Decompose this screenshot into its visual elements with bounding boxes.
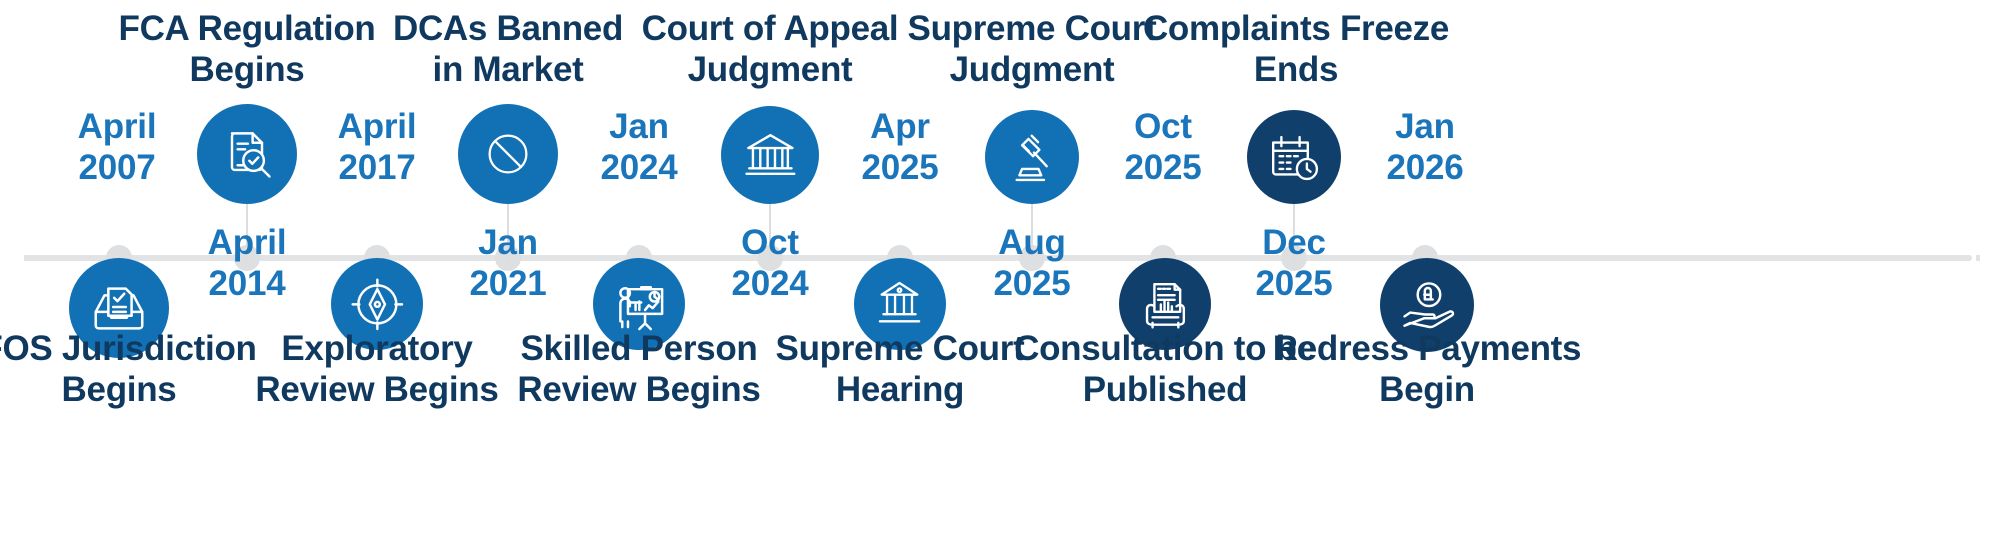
event-title-line: Review Begins [255,370,499,410]
timeline-axis [28,255,1972,261]
event-title-line: Court of Appeal [641,9,899,48]
date-year: 2024 [600,148,678,188]
presentation-person-chart-icon [593,258,685,350]
timeline-stem-up [1031,200,1033,260]
date-month: Oct [1134,107,1192,146]
hand-pound-coin-icon [1380,258,1474,352]
timeline-axis-dash-right [1840,255,1980,261]
event-title-line: Redress Payments [1272,329,1582,368]
timeline-stem-up [1293,200,1295,260]
prohibited-sign-icon [458,104,558,204]
date-month: Dec [1262,223,1326,262]
inbox-document-check-icon [69,258,169,358]
timeline-stem-up [507,200,509,260]
date-month: Apr [870,107,930,146]
date-month: Aug [998,223,1066,262]
timeline-stem-up [246,200,248,260]
event-title-line: Supreme Court [907,9,1157,48]
event-title-line: Published [1082,370,1248,410]
date-year: 2021 [469,264,547,304]
hands-holding-report-icon [1119,258,1211,350]
event-title-line: Judgment [687,50,853,90]
date-year: 2025 [1124,148,1202,188]
event-title-line: Consultation to be [1014,329,1316,368]
compass-icon [331,258,423,350]
document-magnifier-check-icon [197,104,297,204]
event-title-line: Skilled Person [520,329,758,368]
timeline-axis-dash-left [24,255,154,261]
date-month: April [207,223,287,262]
courthouse-icon [721,106,819,204]
date-year: 2025 [993,264,1071,304]
event-title-line: Hearing [835,370,965,410]
event-title-line: Ends [1253,50,1339,90]
event-title-line: Begins [61,370,177,410]
date-year: 2014 [208,264,286,304]
date-month: Oct [741,223,799,262]
date-year: 2017 [338,148,416,188]
event-title-line: Complaints Freeze [1142,9,1450,48]
event-title-line: FCA Regulation [118,9,376,48]
date-year: 2007 [78,148,156,188]
event-title-line: Supreme Court [775,329,1025,368]
event-title-line: FOS Jurisdiction [0,329,257,368]
date-year: 2026 [1386,148,1464,188]
date-year: 2024 [731,264,809,304]
timeline-stem-up [769,200,771,260]
event-title-line: Begin [1379,370,1475,410]
calendar-clock-icon [1247,110,1341,204]
date-year: 2025 [1255,264,1333,304]
event-title-line: Exploratory [281,329,473,368]
supreme-court-building-icon [854,258,946,350]
date-month: Jan [1395,107,1455,146]
date-month: April [77,107,157,146]
event-title-line: DCAs Banned [392,9,624,48]
gavel-icon [985,110,1079,204]
date-month: Jan [478,223,538,262]
event-title-line: Review Begins [517,370,761,410]
date-year: 2025 [861,148,939,188]
event-title-line: Begins [189,50,305,90]
event-title-line: in Market [432,50,584,90]
date-month: Jan [609,107,669,146]
event-title-line: Judgment [949,50,1115,90]
date-month: April [337,107,417,146]
